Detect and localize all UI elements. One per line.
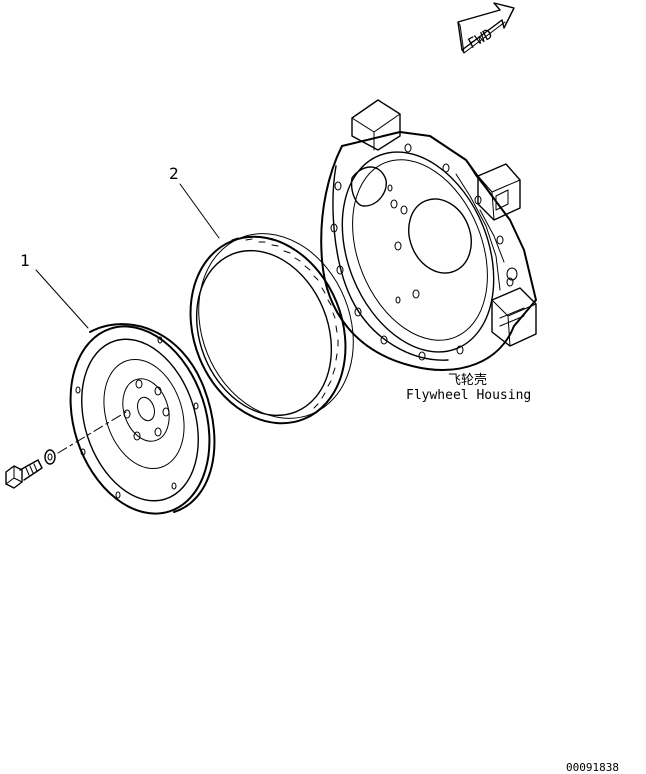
flywheel-housing [320,99,537,371]
ring-gear [189,233,354,425]
callout-2-leader [179,183,220,239]
drawing-number: 00091838 [566,761,619,774]
housing-label-chinese: 飞轮壳 [448,373,487,388]
housing-label-english: Flywheel Housing [406,388,531,403]
fwd-arrow-icon: FWD [457,2,515,54]
washer [44,449,56,465]
fwd-label: FWD [466,26,496,52]
callout-1-number: 1 [20,251,30,270]
flywheel [69,323,216,515]
bolt [5,459,43,489]
callout-1-leader [35,269,89,329]
bolt-axis-line [57,411,127,454]
callout-2-number: 2 [169,164,179,183]
